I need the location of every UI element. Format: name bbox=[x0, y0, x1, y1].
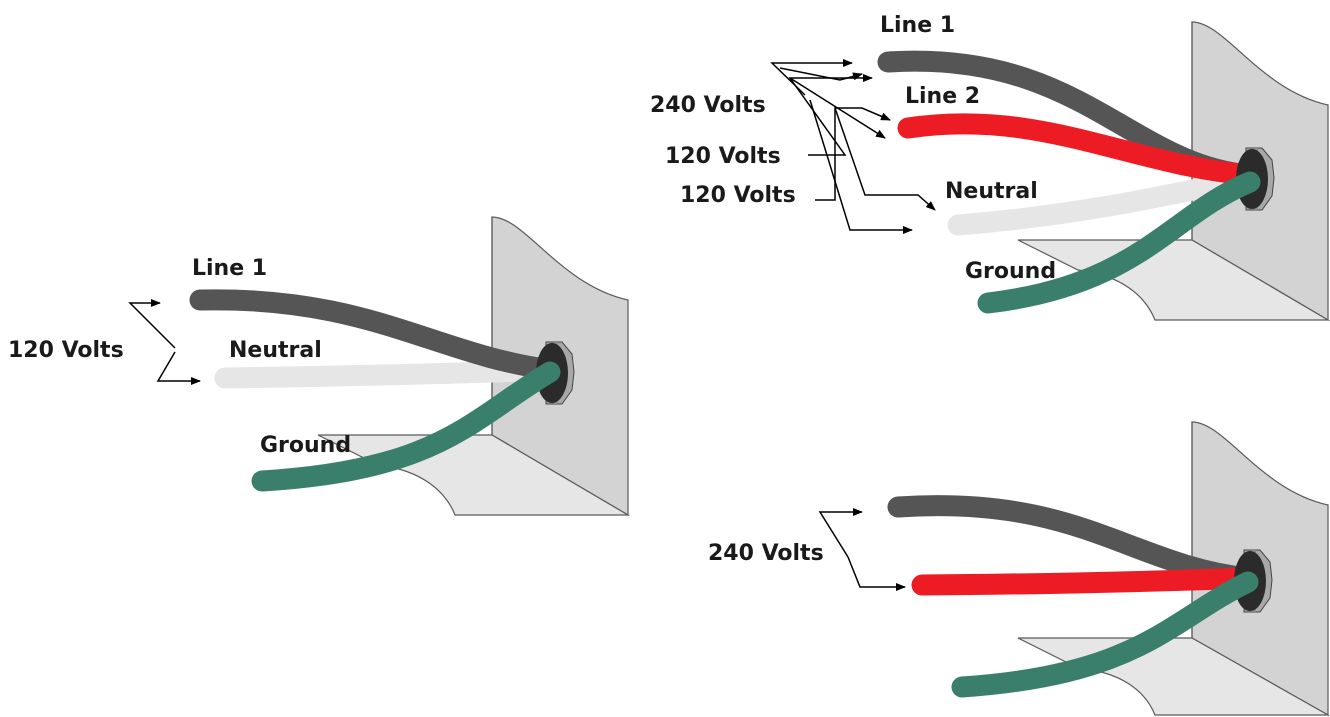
voltage-leader bbox=[809, 99, 913, 234]
voltage-label: 240 Volts bbox=[708, 541, 824, 566]
circuit-120-240-volts: Line 1 Line 2 Neutral Ground 240 Volts 1… bbox=[650, 13, 1330, 322]
ground-wire bbox=[977, 171, 1261, 314]
ground-label: Ground bbox=[965, 259, 1056, 284]
line1-label: Line 1 bbox=[192, 256, 267, 281]
circuit-120-volts: Line 1 Neutral Ground 120 Volts bbox=[8, 216, 631, 517]
line2-wire bbox=[897, 113, 1261, 186]
ground-wire bbox=[951, 571, 1259, 698]
neutral-label: Neutral bbox=[945, 179, 1038, 204]
line1-wire bbox=[189, 289, 563, 381]
voltage-leader bbox=[156, 351, 201, 385]
voltage-leader bbox=[834, 107, 936, 211]
voltage-leader bbox=[847, 556, 906, 591]
line2-wire bbox=[911, 567, 1259, 596]
voltage-leader bbox=[818, 508, 863, 558]
voltage-leader bbox=[128, 299, 176, 349]
line2-label: Line 2 bbox=[905, 84, 980, 109]
ground-label: Ground bbox=[260, 433, 351, 458]
voltage-120b-label: 120 Volts bbox=[680, 183, 796, 208]
floor-panel bbox=[1017, 239, 1330, 321]
voltage-label: 120 Volts bbox=[8, 338, 124, 363]
voltage-leader bbox=[770, 59, 853, 96]
neutral-label: Neutral bbox=[229, 338, 322, 363]
voltage-120a-label: 120 Volts bbox=[665, 144, 781, 169]
voltage-240-label: 240 Volts bbox=[650, 93, 766, 118]
voltage-leader bbox=[788, 74, 873, 156]
ground-wire bbox=[251, 361, 561, 492]
circuit-240-volts: 240 Volts bbox=[708, 421, 1330, 717]
voltage-leader bbox=[779, 67, 863, 81]
line1-label: Line 1 bbox=[880, 13, 955, 38]
neutral-wire bbox=[947, 167, 1261, 236]
